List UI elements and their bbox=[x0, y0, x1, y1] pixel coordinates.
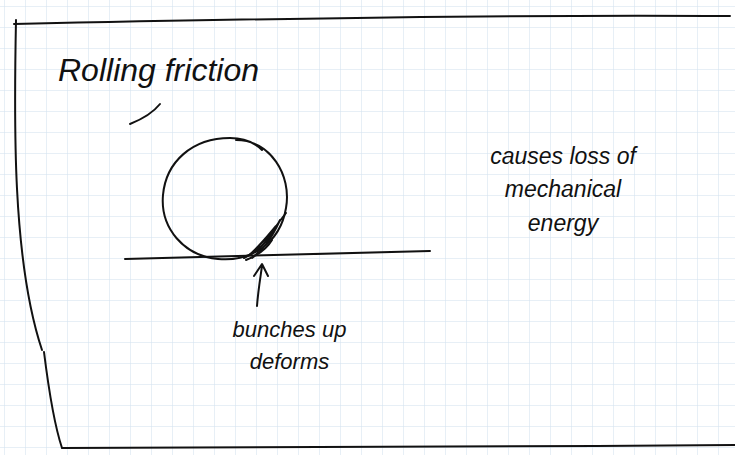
note-holder: bunches up deforms bbox=[222, 314, 357, 378]
title-underline-flourish bbox=[130, 104, 160, 124]
leader-arrow bbox=[254, 264, 268, 306]
note-holder: causes loss of mechanical energy bbox=[488, 140, 638, 240]
frame-side bbox=[15, 20, 735, 448]
rolling-wheel bbox=[163, 138, 287, 259]
handwritten-note: causes loss of mechanical energy bbox=[488, 140, 638, 240]
title-holder: Rolling friction bbox=[58, 52, 378, 89]
frame-top bbox=[14, 16, 730, 24]
ground-line bbox=[125, 251, 430, 259]
title: Rolling friction bbox=[58, 52, 378, 89]
handwritten-note: bunches up deforms bbox=[222, 314, 357, 378]
deformation-hatching bbox=[244, 213, 286, 260]
